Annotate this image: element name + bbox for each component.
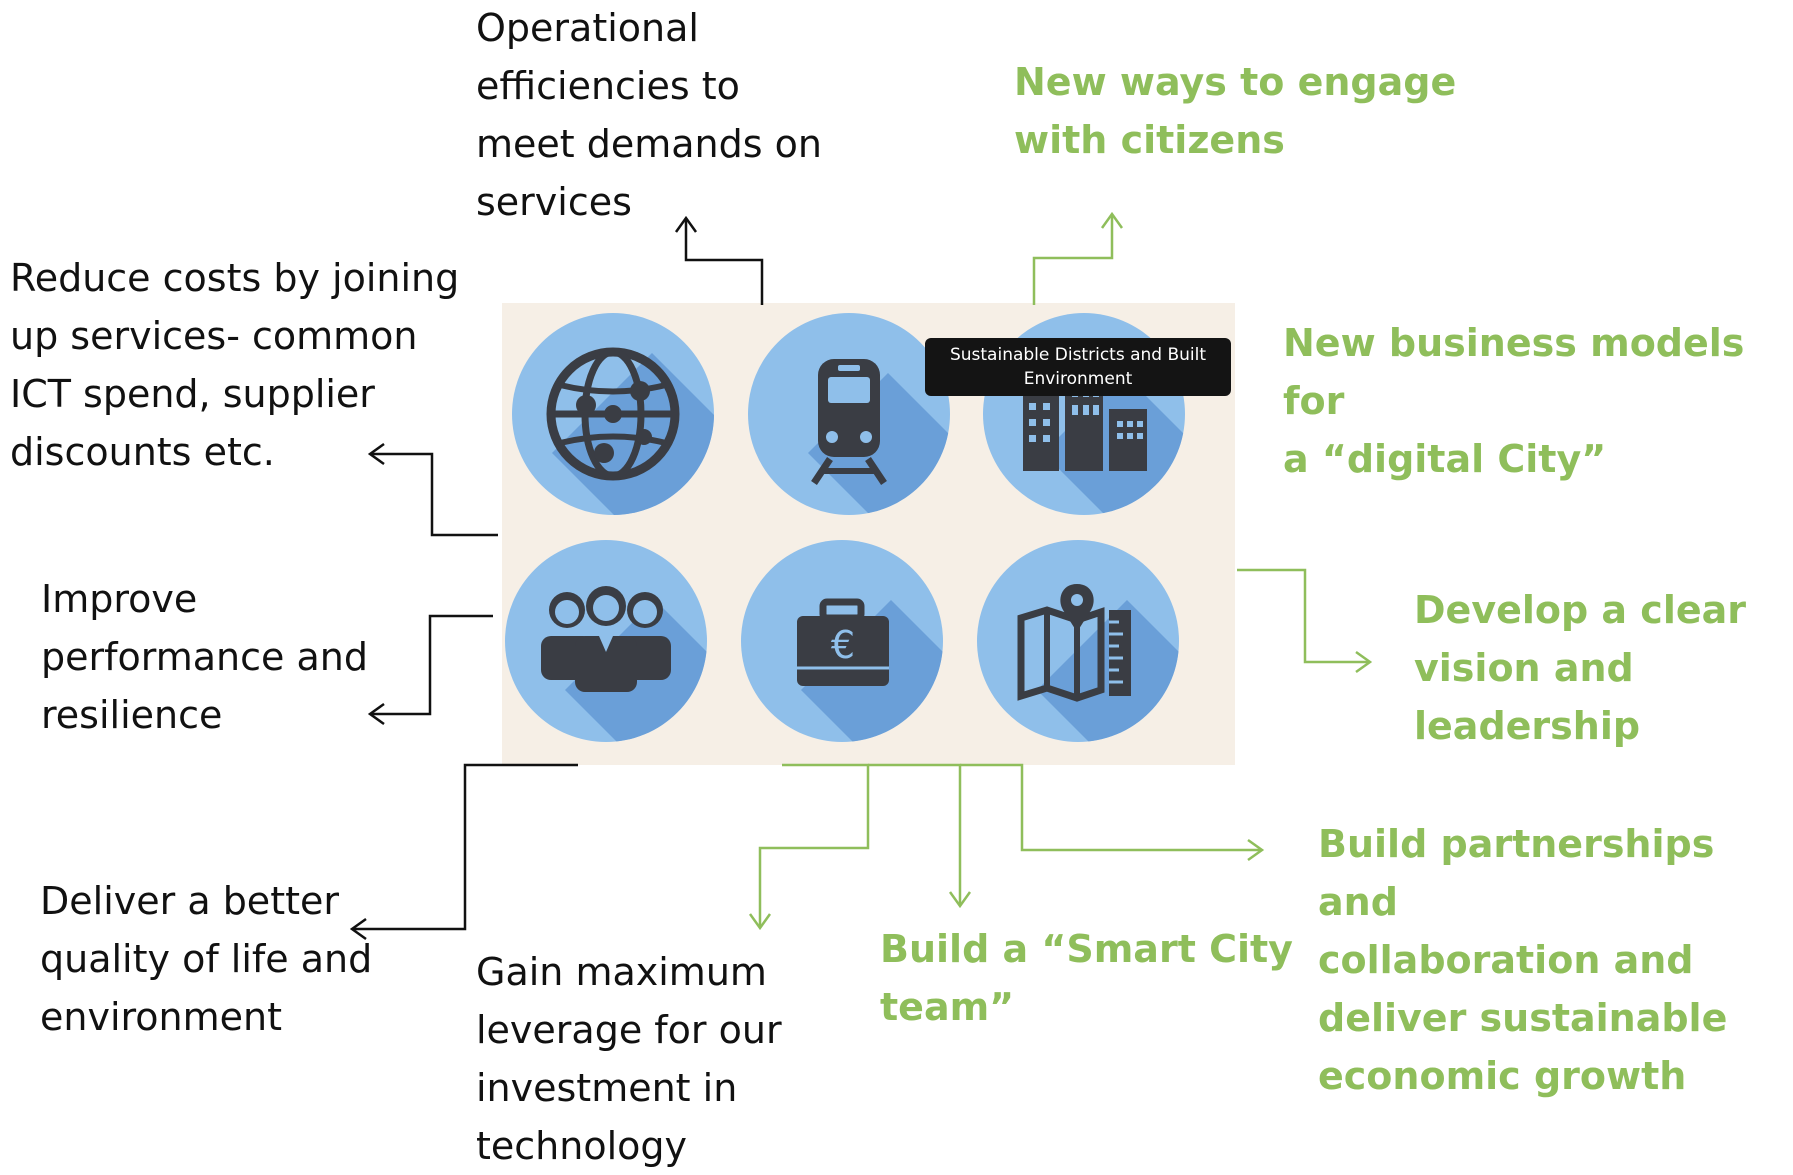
label-improve-performance: Improve performance and resilience: [41, 577, 368, 737]
svg-text:€: €: [831, 623, 855, 667]
arrow-vision: [1237, 568, 1370, 664]
arrow-quality: [352, 763, 578, 931]
arrow-partnerships: [960, 763, 1262, 852]
map-pin-ruler-icon: [977, 540, 1179, 742]
label-maximum-leverage: Gain maximum leverage for our investment…: [476, 950, 782, 1168]
label-clear-vision: Develop a clear vision and leadership: [1414, 588, 1746, 748]
arrow-operational: [684, 218, 764, 305]
label-operational-efficiencies: Operational efficiencies to meet demands…: [476, 6, 822, 224]
label-reduce-costs: Reduce costs by joining up services- com…: [10, 256, 460, 474]
tooltip: Sustainable Districts and Built Environm…: [925, 338, 1231, 396]
briefcase-euro-icon: €: [741, 540, 943, 742]
people-group-icon: [505, 540, 707, 742]
train-icon: [748, 313, 950, 515]
label-engage-citizens: New ways to engage with citizens: [1014, 60, 1457, 162]
arrow-improve: [370, 614, 493, 716]
arrow-leverage: [758, 763, 870, 928]
arrow-reduce-costs: [370, 452, 498, 537]
arrow-smart-team: [868, 763, 962, 906]
arrow-engage: [1032, 214, 1114, 305]
label-quality-of-life: Deliver a better quality of life and env…: [40, 879, 373, 1039]
globe-network-icon: [512, 313, 714, 515]
label-smart-city-team: Build a “Smart City team”: [880, 927, 1293, 1029]
label-build-partnerships: Build partnerships and collaboration and…: [1318, 822, 1728, 1098]
label-business-models: New business models for a “digital City”: [1283, 321, 1745, 481]
